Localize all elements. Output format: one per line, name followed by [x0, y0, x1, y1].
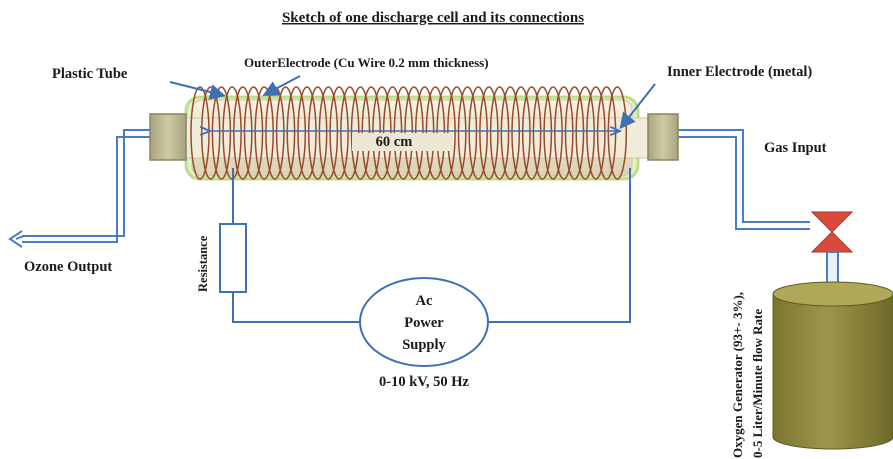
right-end-cap	[647, 113, 679, 161]
resistor	[219, 223, 247, 293]
diagram-title: Sketch of one discharge cell and its con…	[282, 10, 584, 26]
length-label-bg	[352, 133, 452, 151]
inner-electrode-label: Inner Electrode (metal)	[667, 64, 812, 80]
resistance-label: Resistance	[196, 235, 210, 292]
outer-electrode-arrow	[262, 75, 301, 96]
inner-electrode-arrow	[619, 83, 656, 130]
generator-label-line2: 0-5 Liter/Minute flow Rate	[750, 309, 765, 458]
length-label: 60 cm	[376, 134, 413, 150]
ozone-output-label: Ozone Output	[24, 259, 112, 275]
power-supply-line2: Power	[404, 315, 444, 331]
power-supply-line3: Supply	[402, 337, 446, 353]
gas-valve	[810, 211, 854, 253]
power-rating-label: 0-10 kV, 50 Hz	[379, 374, 470, 390]
power-supply-line1: Ac	[416, 293, 433, 309]
outer-electrode-label: OuterElectrode (Cu Wire 0.2 mm thickness…	[244, 55, 489, 70]
ac-power-supply	[359, 277, 489, 367]
circuit-wires	[232, 168, 631, 323]
gas-input-pipe	[675, 129, 810, 230]
plastic-tube-arrow	[169, 81, 226, 100]
gas-input-label: Gas Input	[764, 140, 827, 156]
oxygen-generator-cylinder	[772, 281, 893, 450]
generator-label-line1: Oxygen Generator (93+- 3%),	[730, 292, 745, 458]
left-end-cap	[149, 113, 187, 161]
plastic-tube-label: Plastic Tube	[52, 66, 128, 82]
ozone-output-pipe	[8, 129, 152, 248]
